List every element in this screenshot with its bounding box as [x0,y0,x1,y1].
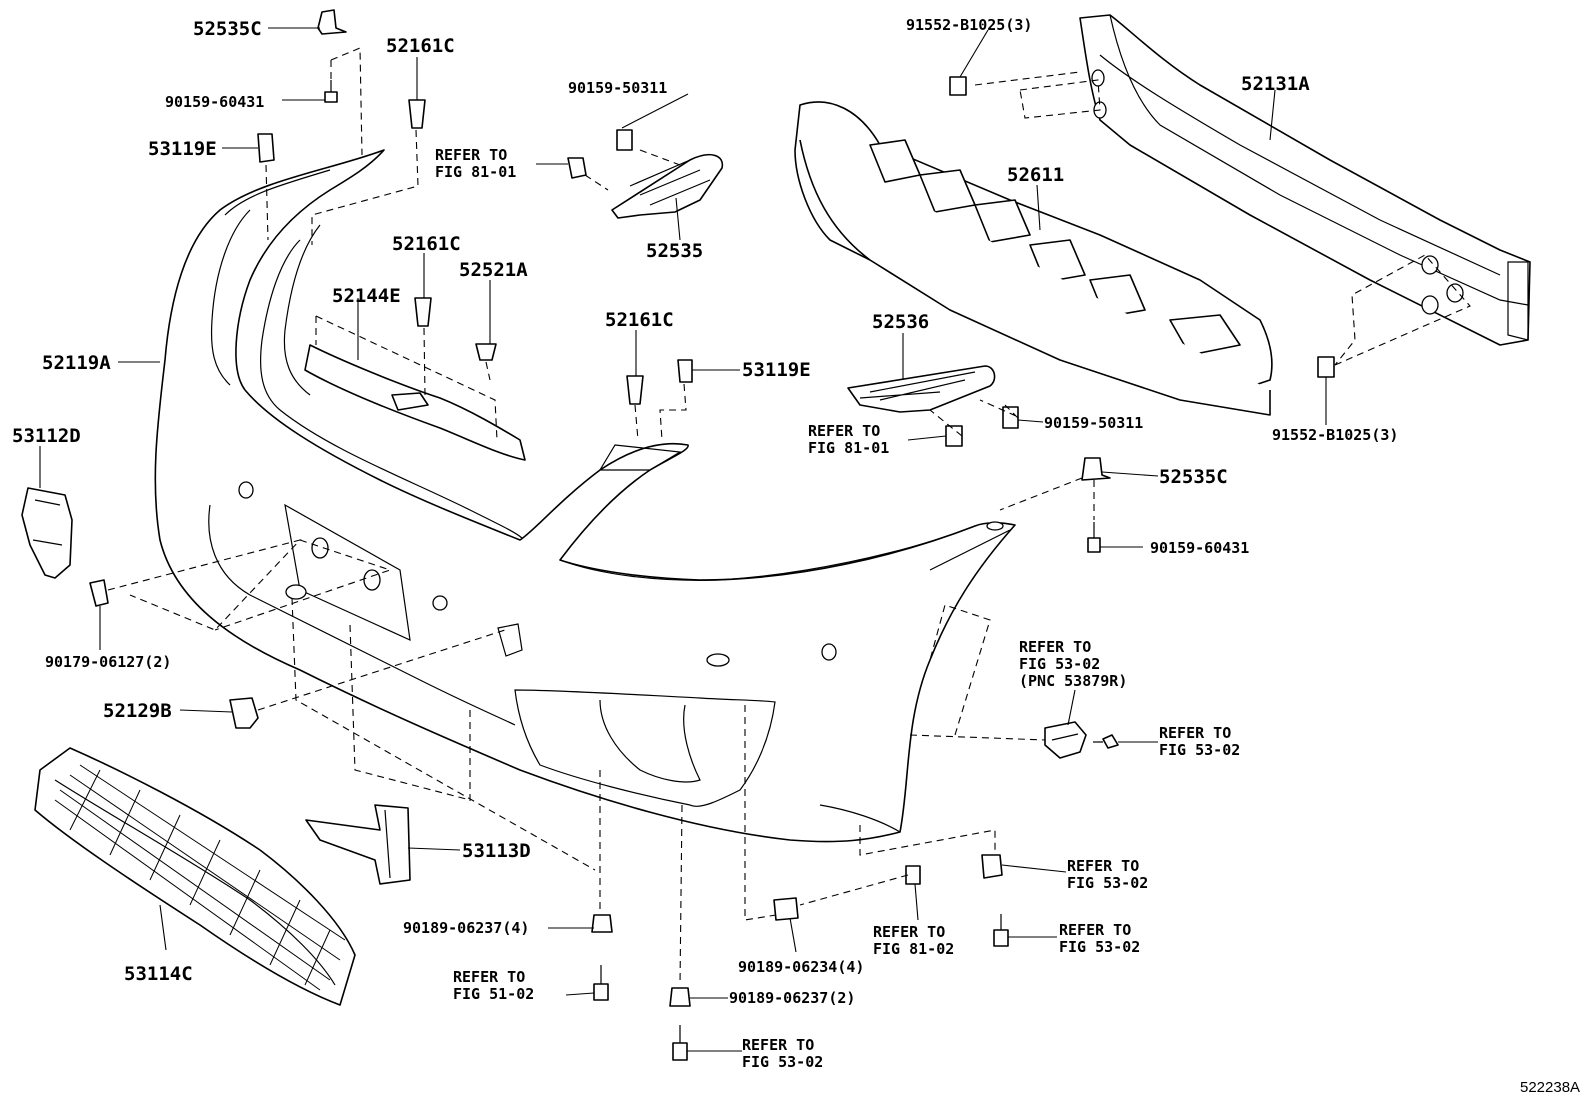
label-90179-06127: 90179-06127(2) [45,653,171,671]
part-labels: 52535C 52161C 90159-60431 53119E 90159-5… [12,16,1580,1096]
refer-fig81-02-line1: REFER TO [873,923,945,941]
bracket-52535-drawing [611,153,724,219]
refer-fig81-01-top-line2: FIG 81-01 [435,163,516,181]
label-52521a: 52521A [459,259,528,281]
label-90159-50311-top: 90159-50311 [568,79,667,97]
label-52161c-a: 52161C [386,35,455,57]
label-52129b: 52129B [103,700,172,722]
label-52535c-right: 52535C [1159,466,1228,488]
refer-fig53-02-bottom-line2: FIG 53-02 [742,1053,823,1071]
refer-fig53-02-pnc-line1: REFER TO [1019,638,1091,656]
assembly-dashed-lines [107,47,1471,986]
label-90189-06237-2: 90189-06237(2) [729,989,855,1007]
label-90159-60431-top: 90159-60431 [165,93,264,111]
label-53114c: 53114C [124,963,193,985]
refer-fig53-02-screw-line2: FIG 53-02 [1059,938,1140,956]
bumper-cover-drawing [154,149,1016,843]
sensor-drawing [1044,721,1087,759]
leader-lines [39,27,1327,1052]
label-90159-50311-mid: 90159-50311 [1044,414,1143,432]
fastener-drawings [89,9,1335,1061]
refer-fig53-02-clip-line2: FIG 53-02 [1067,874,1148,892]
refer-fig53-02-sensor-line1: REFER TO [1159,724,1231,742]
label-52161c-c: 52161C [605,309,674,331]
label-52161c-b: 52161C [392,233,461,255]
label-52536: 52536 [872,311,929,333]
label-52535: 52535 [646,240,703,262]
label-52119a: 52119A [42,352,111,374]
label-52611: 52611 [1007,164,1064,186]
label-52535c-top: 52535C [193,18,262,40]
cap-52129b-drawing [229,697,259,729]
label-90189-06234-4: 90189-06234(4) [738,958,864,976]
label-53113d: 53113D [462,840,531,862]
refer-fig53-02-pnc-line3: (PNC 53879R) [1019,672,1127,690]
refer-fig81-01-mid-line2: FIG 81-01 [808,439,889,457]
lower-grille-53114c-drawing [34,747,356,1006]
reinforcement-52131a-drawing [1079,14,1531,346]
duct-53112d-drawing [21,487,73,579]
energy-absorber-52611-drawing [794,101,1273,416]
refer-fig81-01-top-line1: REFER TO [435,146,507,164]
refer-fig53-02-pnc-line2: FIG 53-02 [1019,655,1100,673]
refer-fig53-02-bottom-line1: REFER TO [742,1036,814,1054]
label-90159-60431-right: 90159-60431 [1150,539,1249,557]
label-90189-06237-4: 90189-06237(4) [403,919,529,937]
label-52144e: 52144E [332,285,401,307]
refer-fig81-02-line2: FIG 81-02 [873,940,954,958]
label-91552-b1025-bottom: 91552-B1025(3) [1272,426,1398,444]
bracket-52536-drawing [847,365,996,413]
figure-number: 522238A [1520,1079,1580,1096]
refer-fig53-02-clip-line1: REFER TO [1067,857,1139,875]
seal-52144e-drawing [304,344,526,461]
refer-fig53-02-screw-line1: REFER TO [1059,921,1131,939]
label-91552-b1025-top: 91552-B1025(3) [906,16,1032,34]
refer-fig51-02-line1: REFER TO [453,968,525,986]
label-53119e-mid: 53119E [742,359,811,381]
label-53112d: 53112D [12,425,81,447]
label-53119e-top: 53119E [148,138,217,160]
refer-fig51-02-line2: FIG 51-02 [453,985,534,1003]
duct-53113d-drawing [305,804,411,885]
refer-fig81-01-mid-line1: REFER TO [808,422,880,440]
refer-fig53-02-sensor-line2: FIG 53-02 [1159,741,1240,759]
label-52131a: 52131A [1241,73,1310,95]
